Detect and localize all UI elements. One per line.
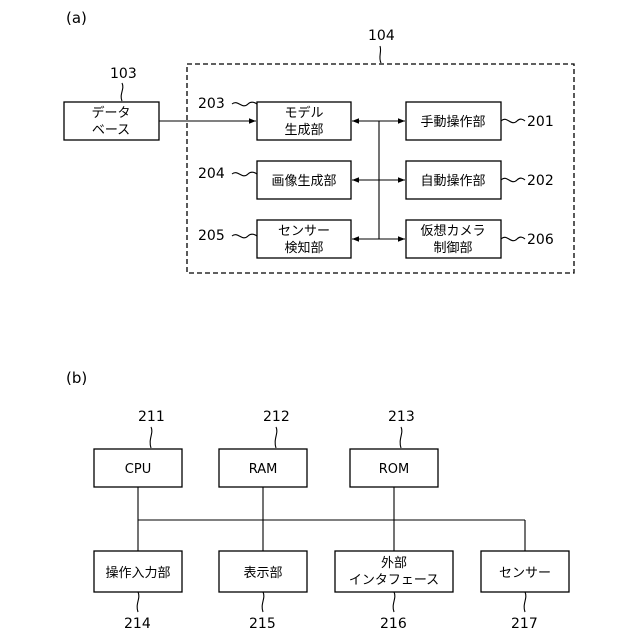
auto-op-label: 自動操作部 [420, 173, 485, 189]
leader-203 [232, 102, 257, 106]
sensor-detect-label-2: 検知部 [284, 240, 323, 256]
ref-104: 104 [368, 28, 395, 44]
ref-215: 215 [249, 616, 276, 632]
model-gen-label-2: 生成部 [284, 123, 323, 138]
database-label-1: データ [91, 105, 130, 121]
leader-104 [380, 46, 381, 63]
input-label: 操作入力部 [105, 565, 170, 581]
leader-214 [137, 592, 139, 612]
ref-205: 205 [198, 228, 225, 244]
ref-211: 211 [138, 409, 165, 425]
ref-201: 201 [527, 114, 554, 130]
leader-215 [262, 592, 264, 612]
leader-206 [501, 237, 525, 241]
virtual-cam-label-2: 制御部 [433, 241, 472, 256]
ext-if-label-2: インタフェース [349, 573, 439, 588]
ext-if-label-1: 外部 [381, 556, 407, 571]
leader-201 [501, 119, 525, 123]
image-gen-label: 画像生成部 [271, 174, 336, 189]
ref-212: 212 [263, 409, 290, 425]
leader-217 [524, 592, 526, 612]
ref-214: 214 [124, 616, 151, 632]
leader-205 [232, 234, 257, 238]
display-label: 表示部 [243, 566, 282, 581]
leader-103 [121, 83, 123, 101]
leader-216 [393, 592, 395, 612]
ram-label: RAM [249, 462, 278, 477]
panel-b-label: (b) [66, 369, 87, 387]
ref-202: 202 [527, 173, 554, 189]
sensor-label: センサー [499, 566, 551, 581]
leader-204 [232, 172, 257, 176]
ref-213: 213 [388, 409, 415, 425]
ref-204: 204 [198, 166, 225, 182]
database-label-2: ベース [92, 123, 130, 138]
leader-202 [501, 178, 525, 182]
panel-a-label: (a) [66, 9, 87, 27]
leader-213 [400, 427, 402, 448]
manual-op-label: 手動操作部 [420, 114, 485, 130]
ref-217: 217 [511, 616, 538, 632]
leader-211 [150, 427, 152, 448]
leader-212 [275, 427, 277, 448]
group-104-frame [187, 64, 574, 273]
ref-216: 216 [380, 616, 407, 632]
cpu-label: CPU [125, 462, 151, 477]
sensor-detect-label-1: センサー [278, 224, 330, 239]
ref-203: 203 [198, 96, 225, 112]
virtual-cam-label-1: 仮想カメラ [420, 223, 485, 239]
rom-label: ROM [379, 462, 409, 477]
ref-103: 103 [110, 66, 137, 82]
ref-206: 206 [527, 232, 554, 248]
model-gen-label-1: モデル [284, 105, 323, 121]
